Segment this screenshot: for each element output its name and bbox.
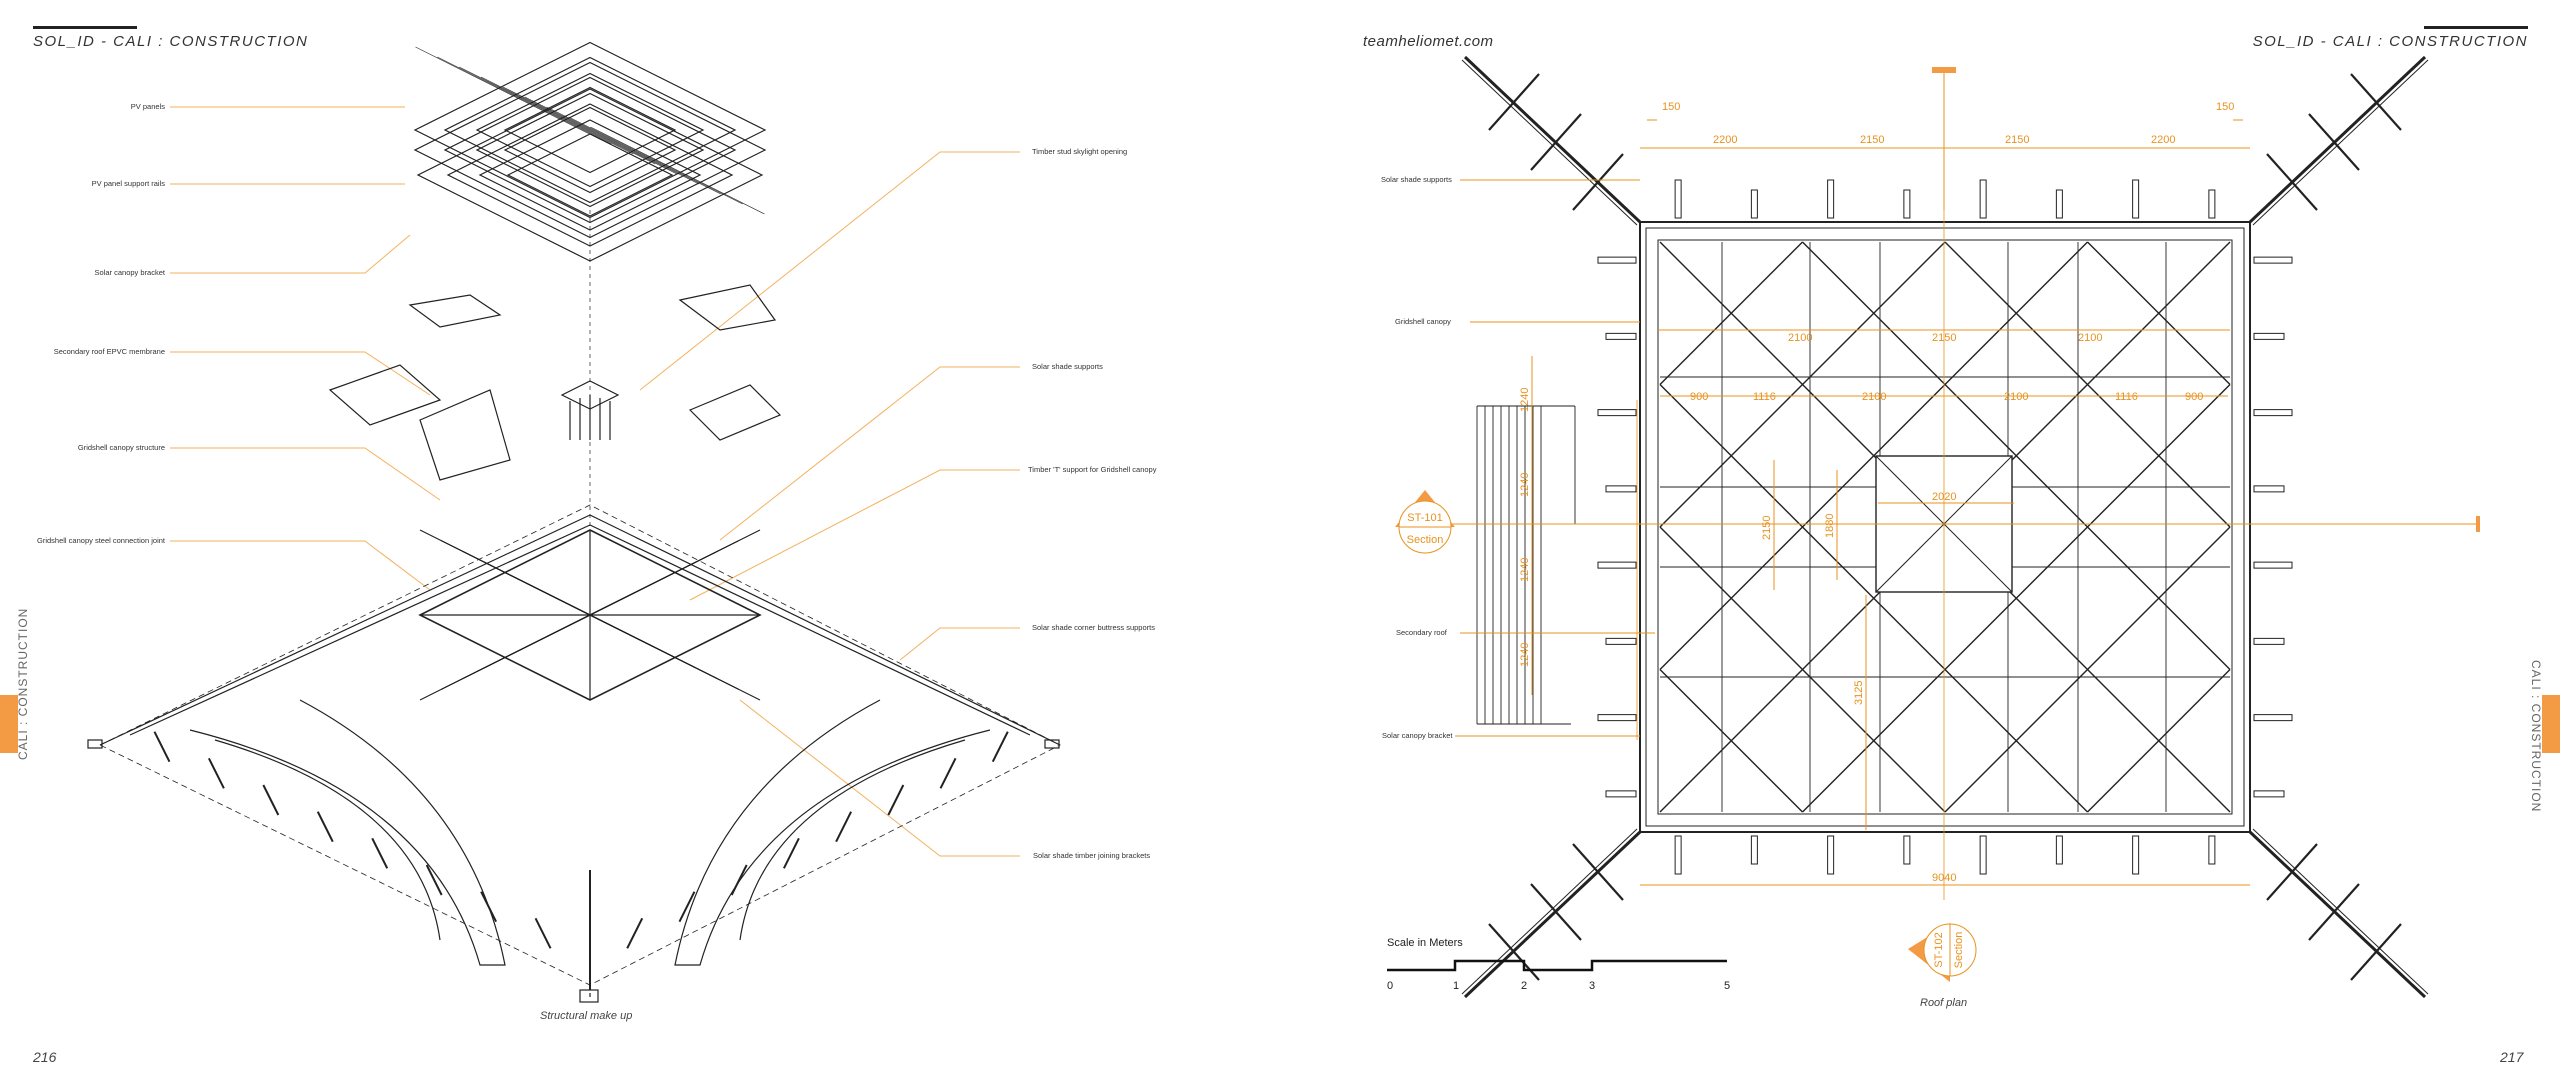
page-number-left: 216 [33,1049,57,1065]
dim-secondary-3: 1240 [1519,558,1531,582]
caption-structural-make-up: Structural make up [540,1010,633,1022]
section-label: Section [1953,932,1965,969]
dim-row3-a: 900 [1690,391,1708,403]
dim-2150-right: 2150 [2005,134,2029,146]
dimension-lines [1400,67,2480,900]
label-steel-connection-joint: Gridshell canopy steel connection joint [37,536,165,545]
label-corner-buttress: Solar shade corner buttress supports [1032,623,1155,632]
section-id: ST-101 [1407,512,1442,524]
dim-150-right: 150 [2216,101,2234,113]
label-solar-shade-supports: Solar shade supports [1381,175,1452,184]
dim-2200-left: 2200 [1713,134,1737,146]
dim-row3-e: 1116 [2115,391,2138,403]
dim-row3-f: 900 [2185,391,2203,403]
page-number-right: 217 [2500,1049,2524,1065]
scale-tick-5: 5 [1724,980,1731,992]
dim-secondary-4: 1240 [1519,643,1531,667]
label-timber-t-support: Timber 'T' support for Gridshell canopy [1028,465,1157,474]
dim-vertical-inner: 1880 [1824,514,1836,538]
dimension-labels: 150 2200 2150 2150 2200 150 2100 2150 21… [1519,101,2234,884]
label-epvc-membrane: Secondary roof EPVC membrane [53,347,165,356]
caption-roof-plan: Roof plan [1920,997,1968,1009]
dim-row3-c: 2100 [1862,391,1886,403]
header-rule [33,26,137,29]
dim-secondary-2: 1240 [1519,473,1531,497]
label-solar-shade-supports: Solar shade supports [1032,362,1103,371]
dim-2150-left: 2150 [1860,134,1884,146]
website-link[interactable]: teamheliomet.com [1363,33,1494,50]
dim-vertical-lower: 3125 [1853,681,1865,705]
dim-150-left: 150 [1662,101,1680,113]
side-tab-marker [2542,695,2560,753]
section-marker-st101: ST-101 Section [1395,490,1455,554]
scale-bar [1387,959,1727,972]
scale-tick-0: 0 [1387,980,1394,992]
section-id: ST-102 [1933,932,1945,967]
scale-tick-3: 3 [1589,980,1596,992]
scale-tick-2: 2 [1521,980,1528,992]
label-pv-support-rails: PV panel support rails [91,179,165,188]
dim-skylight-width: 2020 [1932,491,1956,503]
dim-overall: 9040 [1932,872,1956,884]
scale-title: Scale in Meters [1387,937,1463,949]
dim-row3-b: 1116 [1753,391,1776,403]
dim-row2-c: 2100 [2078,332,2102,344]
dim-row3-d: 2100 [2004,391,2028,403]
side-tab-marker [0,695,18,753]
dim-row2-b: 2150 [1932,332,1956,344]
page-header: SOL_ID - CALI : CONSTRUCTION [2252,33,2528,50]
label-pv-panels: PV panels [130,102,165,111]
dim-vertical-outer: 2150 [1761,516,1773,540]
axonometric-linework [87,41,1061,1003]
side-tab-label: CALI : CONSTRUCTION [2529,660,2543,813]
section-marker-st102: ST-102 Section [1908,923,1977,982]
label-solar-canopy-bracket: Solar canopy bracket [1382,731,1453,740]
scale-tick-1: 1 [1453,980,1460,992]
dim-secondary-1: 1240 [1519,388,1531,412]
dim-2200-right: 2200 [2151,134,2175,146]
label-skylight-opening: Timber stud skylight opening [1032,147,1128,156]
section-label: Section [1407,534,1444,546]
label-gridshell-canopy: Gridshell canopy [1395,317,1451,326]
header-rule [2424,26,2528,29]
leader-lines [170,106,1020,857]
label-gridshell-structure: Gridshell canopy structure [77,443,165,452]
dim-row2-a: 2100 [1788,332,1812,344]
label-solar-canopy-bracket: Solar canopy bracket [94,268,165,277]
roof-plan-linework [1461,55,2429,999]
page-header: SOL_ID - CALI : CONSTRUCTION [33,33,309,50]
label-secondary-roof: Secondary roof [1396,628,1447,637]
label-joining-brackets: Solar shade timber joining brackets [1033,851,1151,860]
